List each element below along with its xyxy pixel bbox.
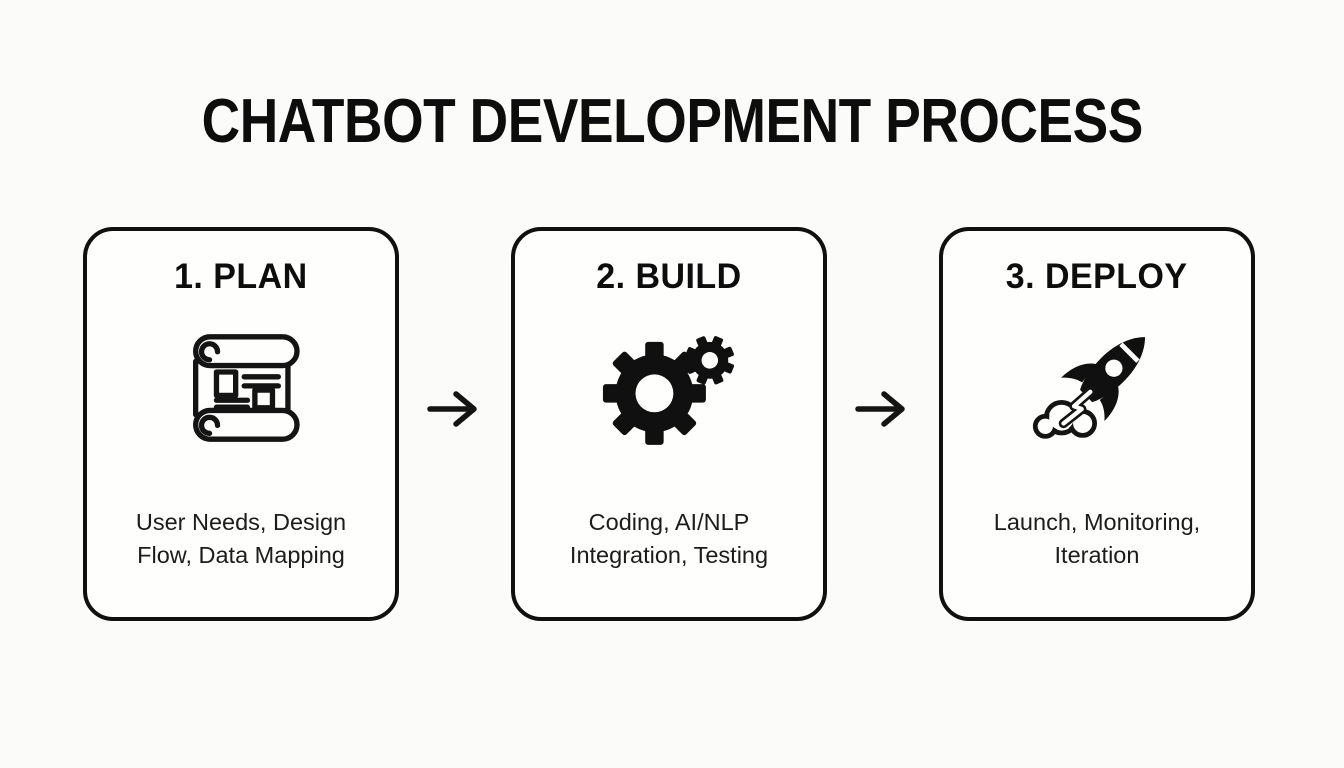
step-description: Launch, Monitoring, Iteration [994, 506, 1200, 571]
scroll-blueprint-icon [193, 334, 300, 442]
step-icon-container [177, 321, 305, 455]
step-card-plan: 1. PLAN [83, 227, 399, 621]
step-description-line: Flow, Data Mapping [137, 541, 345, 568]
step-icon-container [601, 321, 737, 455]
step-description-line: Coding, AI/NLP [588, 509, 750, 536]
step-heading: 3. DEPLOY [1006, 257, 1188, 296]
step-card-build: 2. BUILD [511, 227, 827, 621]
step-icon-container [1030, 321, 1164, 455]
right-arrow-icon [855, 391, 905, 427]
diagram-title: CHATBOT DEVELOPMENT PROCESS [201, 87, 1143, 156]
step-heading: 2. BUILD [596, 257, 742, 296]
rocket-icon [1032, 337, 1146, 439]
title-container: CHATBOT DEVELOPMENT PROCESS [0, 86, 1344, 157]
step-connector [399, 387, 511, 431]
step-description-line: Iteration [1054, 541, 1140, 568]
step-description-line: Launch, Monitoring, [993, 509, 1201, 536]
step-card-deploy: 3. DEPLOY [939, 227, 1255, 621]
step-description: Coding, AI/NLP Integration, Testing [570, 506, 768, 571]
process-steps-row: 1. PLAN [83, 227, 1255, 621]
gears-icon [602, 336, 735, 445]
right-arrow-icon [427, 391, 477, 427]
step-description-line: User Needs, Design [135, 509, 347, 536]
step-heading: 1. PLAN [174, 257, 308, 296]
step-description-line: Integration, Testing [569, 541, 769, 568]
step-connector [827, 387, 939, 431]
step-description: User Needs, Design Flow, Data Mapping [136, 506, 346, 571]
